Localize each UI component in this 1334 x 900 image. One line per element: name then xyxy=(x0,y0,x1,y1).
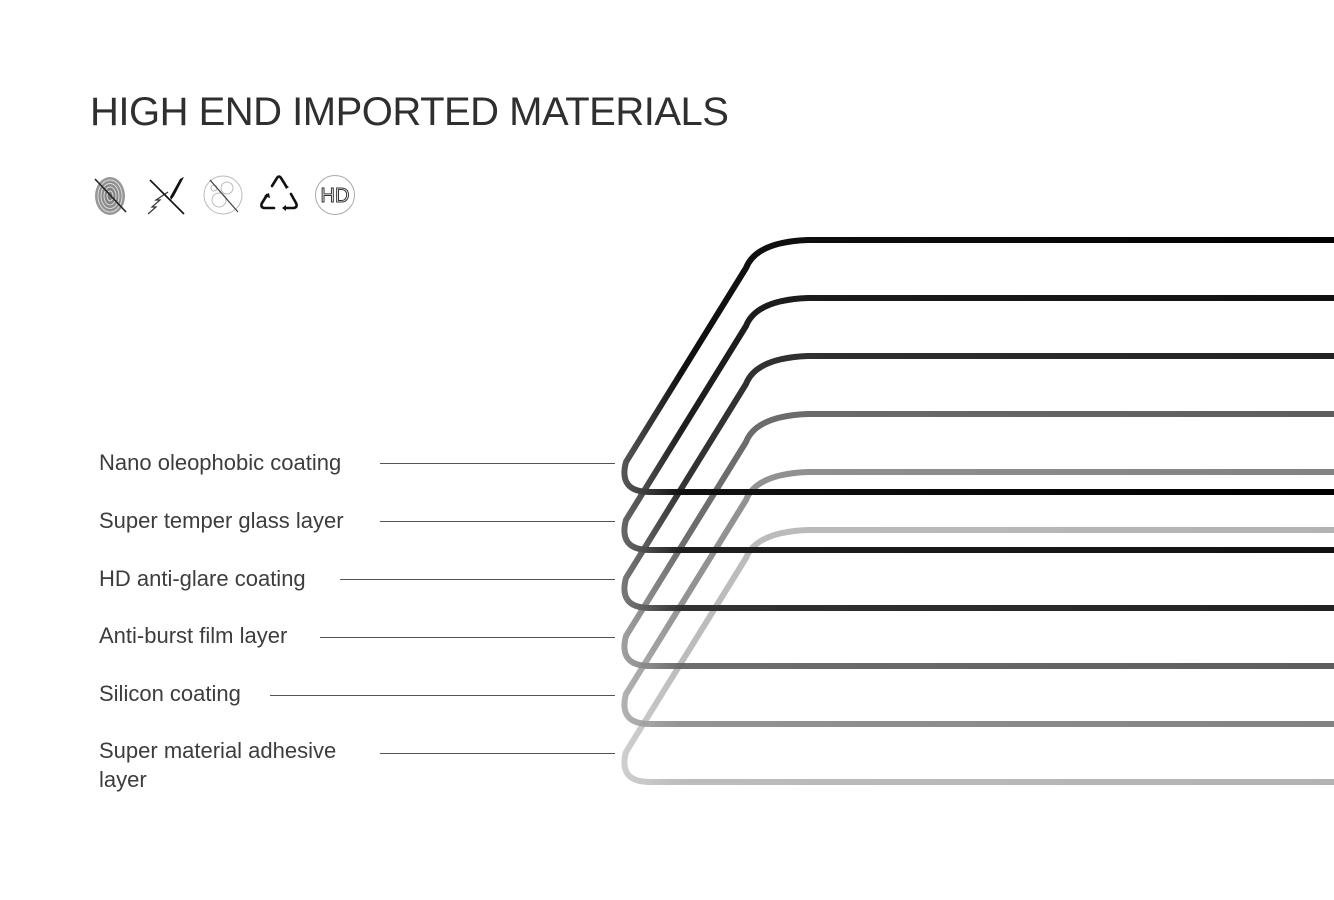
layer-shape-oleophobic xyxy=(621,237,1334,495)
layer-label-silicon: Silicon coating xyxy=(99,681,241,706)
layer-label-temper-glass: Super temper glass layer xyxy=(99,508,344,533)
leader-line-anti-glare xyxy=(340,579,615,580)
hd-icon-text: HD xyxy=(321,185,350,207)
anti-bubble-icon xyxy=(203,175,243,215)
leader-line-temper-glass xyxy=(380,521,615,522)
feature-icons: HD xyxy=(90,172,356,218)
layer-label-anti-glare: HD anti-glare coating xyxy=(99,566,306,591)
layer-label-anti-burst: Anti-burst film layer xyxy=(99,623,288,648)
leader-line-silicon xyxy=(270,695,615,696)
layer-shape-temper-glass xyxy=(621,295,1334,553)
layer-label-adhesive: Super material adhesive layer xyxy=(99,738,337,792)
hd-icon: HD xyxy=(315,175,355,215)
layer-label-oleophobic: Nano oleophobic coating xyxy=(99,450,342,475)
leader-line-oleophobic xyxy=(380,463,615,464)
recycle-icon xyxy=(260,175,298,211)
leader-line-adhesive xyxy=(380,753,615,754)
layer-shape-anti-burst xyxy=(621,411,1334,669)
layer-shape-silicon xyxy=(621,469,1334,727)
leader-line-anti-burst xyxy=(320,637,615,638)
anti-scratch-icon xyxy=(147,177,185,215)
layer-shape-anti-glare xyxy=(621,353,1334,611)
layer-shape-adhesive xyxy=(621,527,1334,785)
page-title: HIGH END IMPORTED MATERIALS xyxy=(90,90,729,134)
anti-fingerprint-icon xyxy=(94,177,127,215)
